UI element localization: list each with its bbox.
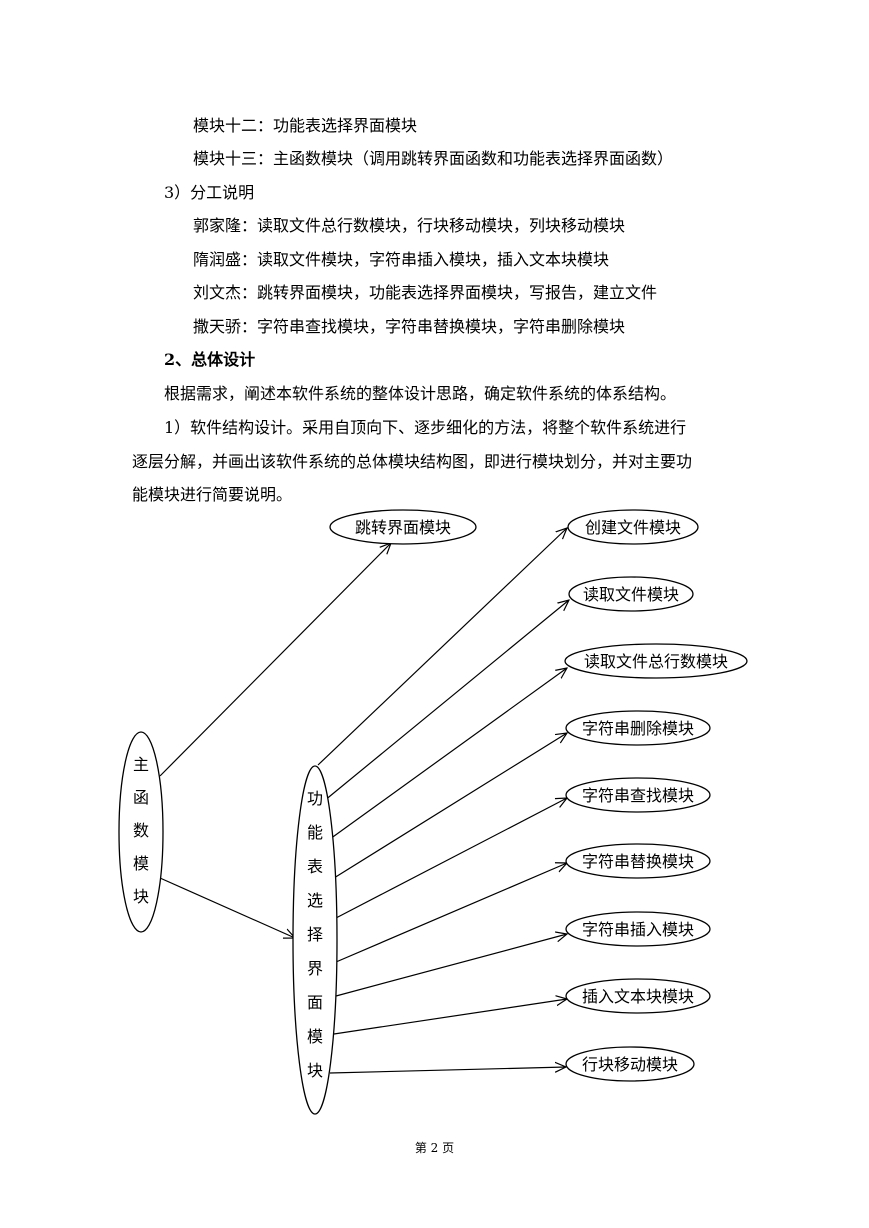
text-line-intro: 根据需求，阐述本软件系统的整体设计思路，确定软件系统的体系结构。	[164, 384, 677, 403]
main-module-char-1: 主	[133, 755, 149, 774]
read-file-label: 读取文件模块	[583, 585, 679, 604]
text-line-structure-1: 1）软件结构设计。采用自顶向下、逐步细化的方法，将整个软件系统进行	[164, 418, 687, 437]
arrow-menu-to-row-block-move	[329, 1067, 566, 1074]
main-module-char-3: 数	[133, 821, 149, 840]
string-insert-label: 字符串插入模块	[582, 920, 694, 939]
menu-module-char-6: 界	[307, 959, 323, 978]
node-row-block-move: 行块移动模块	[565, 1046, 695, 1082]
string-search-label: 字符串查找模块	[582, 786, 694, 805]
text-line-module-12: 模块十二：功能表选择界面模块	[193, 116, 418, 135]
text-line-member-1: 郭家隆：读取文件总行数模块，行块移动模块，列块移动模块	[193, 216, 626, 235]
arrow-menu-to-read-line-count	[329, 668, 567, 840]
row-block-move-label: 行块移动模块	[582, 1055, 678, 1074]
node-string-insert: 字符串插入模块	[565, 911, 711, 947]
menu-module-char-5: 择	[307, 925, 323, 944]
section-heading-division: 3）分工说明	[164, 183, 255, 202]
menu-module-char-2: 能	[307, 823, 323, 842]
node-jump-module: 跳转界面模块	[329, 509, 477, 545]
string-replace-label: 字符串替换模块	[582, 852, 694, 871]
arrow-menu-to-create-file	[317, 528, 567, 766]
node-string-search: 字符串查找模块	[565, 777, 711, 813]
read-line-count-label: 读取文件总行数模块	[584, 652, 728, 671]
arrow-menu-to-string-replace	[335, 863, 567, 963]
node-string-replace: 字符串替换模块	[565, 843, 711, 879]
arrow-menu-to-read-file	[323, 600, 569, 802]
page-footer: 第 2 页	[0, 1140, 869, 1156]
node-menu-module: 功 能 表 选 择 界 面 模 块	[292, 765, 338, 1115]
text-line-member-3: 刘文杰：跳转界面模块，功能表选择界面模块，写报告，建立文件	[193, 283, 658, 302]
main-module-char-5: 块	[133, 887, 149, 906]
arrow-menu-to-string-search	[335, 798, 567, 919]
main-module-char-4: 模	[133, 854, 149, 873]
menu-module-char-9: 块	[307, 1061, 323, 1080]
node-insert-text-block: 插入文本块模块	[565, 978, 711, 1014]
create-file-label: 创建文件模块	[585, 518, 681, 537]
text-line-member-4: 撒天骄：字符串查找模块，字符串替换模块，字符串删除模块	[193, 317, 626, 336]
section-heading-overall-design: 2、总体设计	[164, 350, 256, 369]
arrow-menu-to-string-insert	[335, 934, 567, 997]
insert-text-block-label: 插入文本块模块	[582, 987, 694, 1006]
node-create-file: 创建文件模块	[567, 509, 699, 545]
arrow-main-to-jump	[159, 543, 391, 777]
node-main-module: 主 函 数 模 块	[118, 731, 164, 933]
main-module-char-2: 函	[133, 788, 149, 807]
node-string-delete: 字符串删除模块	[565, 710, 711, 746]
text-line-member-2: 隋润盛：读取文件模块，字符串插入模块，插入文本块模块	[193, 250, 610, 269]
page-prefix: 第	[414, 1141, 427, 1155]
jump-module-label: 跳转界面模块	[355, 518, 451, 537]
page-number: 2	[430, 1141, 439, 1155]
menu-module-char-1: 功	[307, 789, 323, 808]
text-line-structure-3: 能模块进行简要说明。	[132, 485, 293, 504]
menu-module-char-8: 模	[307, 1027, 323, 1046]
string-delete-label: 字符串删除模块	[582, 719, 694, 738]
page-suffix: 页	[442, 1141, 455, 1155]
node-read-line-count: 读取文件总行数模块	[564, 643, 748, 679]
text-line-module-13: 模块十三：主函数模块（调用跳转界面函数和功能表选择界面函数）	[193, 149, 674, 168]
menu-module-char-4: 选	[307, 891, 323, 910]
menu-module-char-3: 表	[307, 857, 323, 876]
text-line-structure-2: 逐层分解，并画出该软件系统的总体模块结构图，即进行模块划分，并对主要功	[132, 452, 693, 471]
arrow-main-to-menu	[159, 877, 295, 938]
menu-module-char-7: 面	[307, 993, 323, 1012]
node-read-file: 读取文件模块	[568, 576, 694, 612]
arrow-menu-to-string-delete	[333, 733, 567, 879]
diagram-arrows	[159, 528, 569, 1074]
arrow-menu-to-insert-text-block	[333, 999, 567, 1035]
